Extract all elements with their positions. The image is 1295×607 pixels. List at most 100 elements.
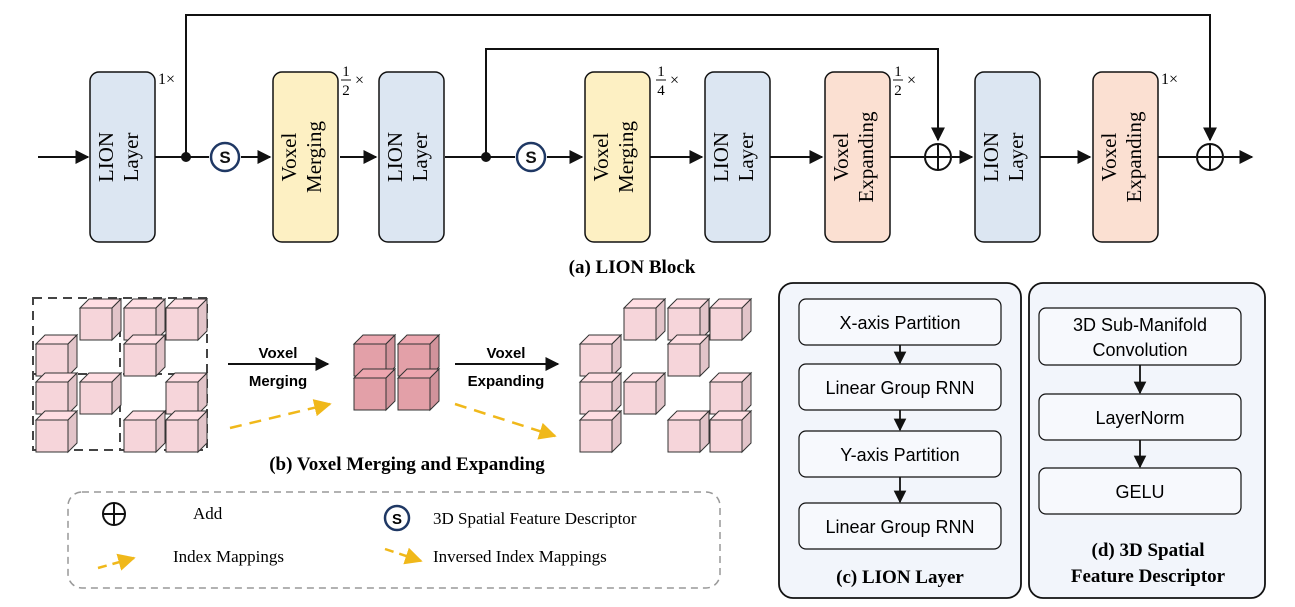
voxel-cube [164, 371, 209, 416]
svg-text:LION: LION [383, 132, 407, 182]
svg-text:Expanding: Expanding [468, 373, 545, 390]
svg-text:1: 1 [894, 64, 902, 80]
voxel-cube [708, 297, 753, 342]
svg-text:3D Sub-Manifold: 3D Sub-Manifold [1073, 315, 1207, 335]
voxel-cube [122, 333, 167, 378]
module-lion-layer-1: LION Layer 1× [89, 71, 175, 243]
descriptor-icon: S [383, 504, 411, 532]
junction-dot [481, 152, 491, 162]
svg-text:LION: LION [709, 132, 733, 182]
voxel-cube [708, 409, 753, 454]
voxel-cube [578, 333, 623, 378]
scale-fraction: 1 2 × [893, 64, 916, 99]
svg-text:4: 4 [657, 83, 665, 99]
svg-text:Expanding: Expanding [854, 111, 878, 202]
lion-block-caption: (a) LION Block [569, 257, 696, 278]
legend-box [67, 491, 721, 589]
svg-text:LayerNorm: LayerNorm [1095, 408, 1184, 428]
module-lion-layer-4: LION Layer [974, 71, 1041, 243]
svg-text:S: S [392, 511, 402, 528]
expanded-voxels [578, 297, 753, 454]
voxel-cube [78, 371, 123, 416]
lion-block-section: S S LION Layer 1× Voxel Merging [38, 14, 1254, 278]
voxel-cube [708, 371, 753, 416]
svg-text:×: × [355, 72, 364, 89]
legend-add-label: Add [193, 504, 223, 523]
legend-inversed-label: Inversed Index Mappings [433, 547, 607, 566]
svg-text:Layer: Layer [408, 133, 432, 182]
voxel-cube [34, 333, 79, 378]
svg-text:Merging: Merging [249, 373, 307, 390]
svg-text:Layer: Layer [1004, 133, 1028, 182]
svg-text:Voxel: Voxel [1097, 133, 1121, 182]
voxel-cube [622, 297, 667, 342]
inversed-index-mapping-arrow [454, 402, 557, 440]
module-lion-layer-2: LION Layer [378, 71, 445, 243]
svg-text:Linear Group RNN: Linear Group RNN [825, 378, 974, 398]
legend-descriptor-label: 3D Spatial Feature Descriptor [433, 509, 637, 528]
svg-text:GELU: GELU [1115, 482, 1164, 502]
add-symbol [1196, 143, 1224, 171]
voxel-cube [122, 297, 167, 342]
scale-label: 1× [1161, 71, 1178, 88]
svg-text:S: S [525, 148, 536, 167]
svg-text:1: 1 [657, 64, 665, 80]
svg-text:Y-axis Partition: Y-axis Partition [840, 445, 959, 465]
voxel-cube [34, 409, 79, 454]
add-icon [102, 502, 126, 526]
inner-skip-connection [485, 48, 945, 157]
voxel-cube [622, 371, 667, 416]
lion-layer-caption: (c) LION Layer [836, 567, 964, 588]
descriptor-symbol: S [209, 141, 241, 173]
gelu-box [1038, 467, 1242, 515]
svg-text:Voxel: Voxel [589, 133, 613, 182]
svg-text:2: 2 [894, 83, 902, 99]
module-voxel-expanding-1: Voxel Expanding 1 2 × [824, 64, 916, 243]
module-voxel-merging-2: Voxel Merging 1 4 × [584, 64, 679, 243]
svg-text:×: × [670, 72, 679, 89]
voxel-cube [578, 409, 623, 454]
svg-text:Layer: Layer [119, 133, 143, 182]
svg-text:Linear Group RNN: Linear Group RNN [825, 517, 974, 537]
legend: Add S 3D Spatial Feature Descriptor Inde… [67, 491, 721, 589]
svg-text:LION: LION [979, 132, 1003, 182]
svg-text:Voxel: Voxel [829, 133, 853, 182]
legend-index-label: Index Mappings [173, 547, 284, 566]
svg-text:Voxel: Voxel [277, 133, 301, 182]
svg-text:Merging: Merging [614, 121, 638, 193]
svg-text:LION: LION [94, 132, 118, 182]
voxel-cube [396, 367, 441, 412]
voxel-cube [666, 297, 711, 342]
junction-dot [181, 152, 191, 162]
index-mapping-icon [97, 553, 136, 571]
inversed-index-mapping-icon [384, 547, 423, 565]
scale-fraction: 1 4 × [656, 64, 679, 99]
voxel-cube [122, 409, 167, 454]
descriptor-caption-line1: (d) 3D Spatial [1092, 540, 1205, 561]
voxel-cube [396, 333, 441, 378]
voxel-cube [578, 371, 623, 416]
svg-text:S: S [219, 148, 230, 167]
lion-layer-panel: X-axis Partition Linear Group RNN Y-axis… [778, 282, 1022, 599]
module-voxel-expanding-2: Voxel Expanding 1× [1092, 71, 1178, 243]
voxel-cube [164, 297, 209, 342]
voxel-merge-expand-section: Voxel Merging Voxel Expanding (b) Voxel … [32, 297, 753, 475]
svg-text:2: 2 [342, 83, 350, 99]
voxel-cube [164, 409, 209, 454]
sparse-voxels-input [34, 297, 209, 454]
svg-text:X-axis Partition: X-axis Partition [839, 313, 960, 333]
svg-text:Expanding: Expanding [1122, 111, 1146, 202]
voxel-cube [666, 333, 711, 378]
svg-text:Voxel: Voxel [487, 345, 526, 362]
linear-group-rnn-box [798, 502, 1002, 550]
descriptor-symbol: S [515, 141, 547, 173]
svg-text:Merging: Merging [302, 121, 326, 193]
svg-text:×: × [907, 72, 916, 89]
merging-caption: (b) Voxel Merging and Expanding [269, 454, 545, 475]
svg-text:Convolution: Convolution [1092, 340, 1187, 360]
descriptor-panel: 3D Sub-Manifold Convolution LayerNorm GE… [1028, 282, 1266, 599]
svg-text:1: 1 [342, 64, 350, 80]
voxel-cube [34, 371, 79, 416]
merged-voxels [352, 333, 441, 412]
